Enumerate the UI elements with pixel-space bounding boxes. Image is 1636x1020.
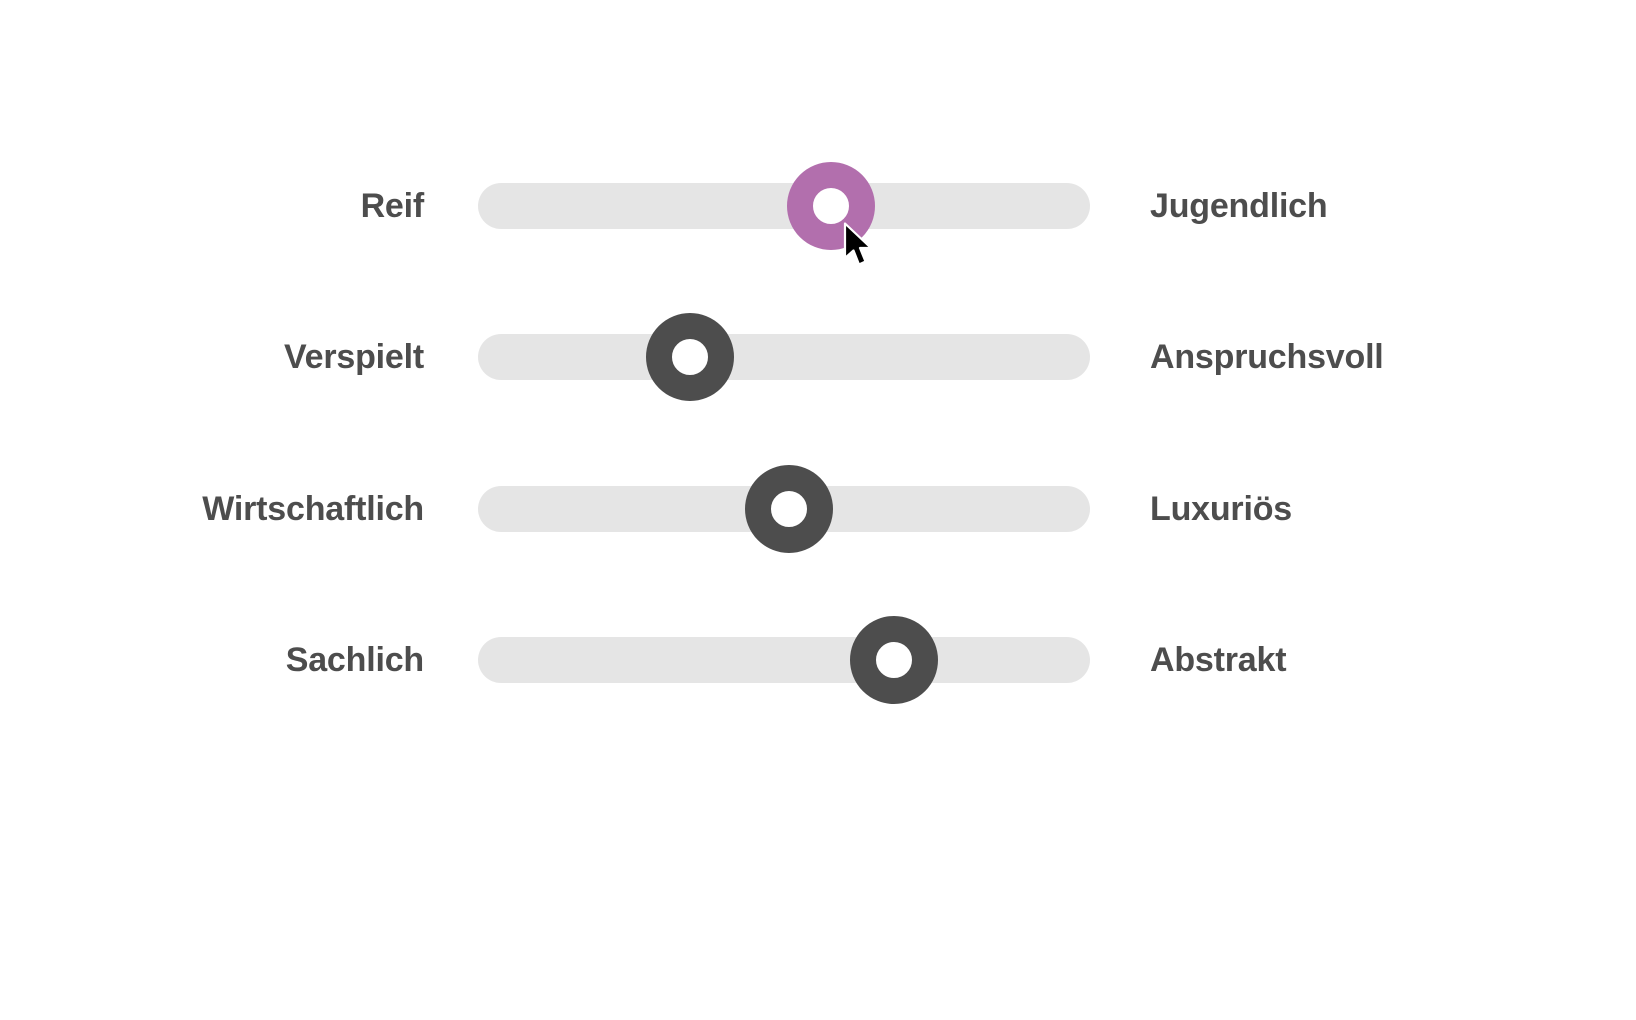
slider-track[interactable] — [478, 637, 1090, 683]
slider-thumb-verspielt-anspruchsvoll[interactable] — [645, 313, 734, 401]
slider-left-label-reif: Reif — [360, 187, 425, 225]
slider-row-sachlich-abstrakt: Sachlich Abstrakt — [0, 605, 1636, 715]
slider-left-label-sachlich: Sachlich — [285, 641, 424, 679]
slider-thumb-sachlich-abstrakt[interactable] — [850, 616, 939, 704]
slider-right-label-jugendlich: Jugendlich — [1150, 187, 1328, 225]
slider-right-label-abstrakt: Abstrakt — [1150, 641, 1287, 679]
slider-row-reif-jugendlich: Reif Jugendlich — [0, 151, 1636, 261]
slider-row-verspielt-anspruchsvoll: Verspielt Anspruchsvoll — [0, 302, 1636, 412]
slider-thumb-reif-jugendlich[interactable] — [787, 162, 876, 250]
slider-thumb-wirtschaftlich-luxurioes[interactable] — [745, 465, 834, 553]
slider-right-label-anspruchsvoll: Anspruchsvoll — [1150, 338, 1384, 376]
slider-track[interactable] — [478, 334, 1090, 380]
slider-track[interactable] — [478, 183, 1090, 229]
slider-control-wirtschaftlich-luxurioes[interactable] — [478, 454, 1090, 564]
slider-row-wirtschaftlich-luxurioes: Wirtschaftlich Luxuriös — [0, 454, 1636, 564]
slider-control-sachlich-abstrakt[interactable] — [478, 605, 1090, 715]
slider-left-label-wirtschaftlich: Wirtschaftlich — [202, 490, 424, 528]
slider-right-label-luxurioes: Luxuriös — [1150, 490, 1292, 528]
slider-control-verspielt-anspruchsvoll[interactable] — [478, 302, 1090, 412]
slider-control-reif-jugendlich[interactable] — [478, 151, 1090, 261]
slider-left-label-verspielt: Verspielt — [284, 338, 424, 376]
